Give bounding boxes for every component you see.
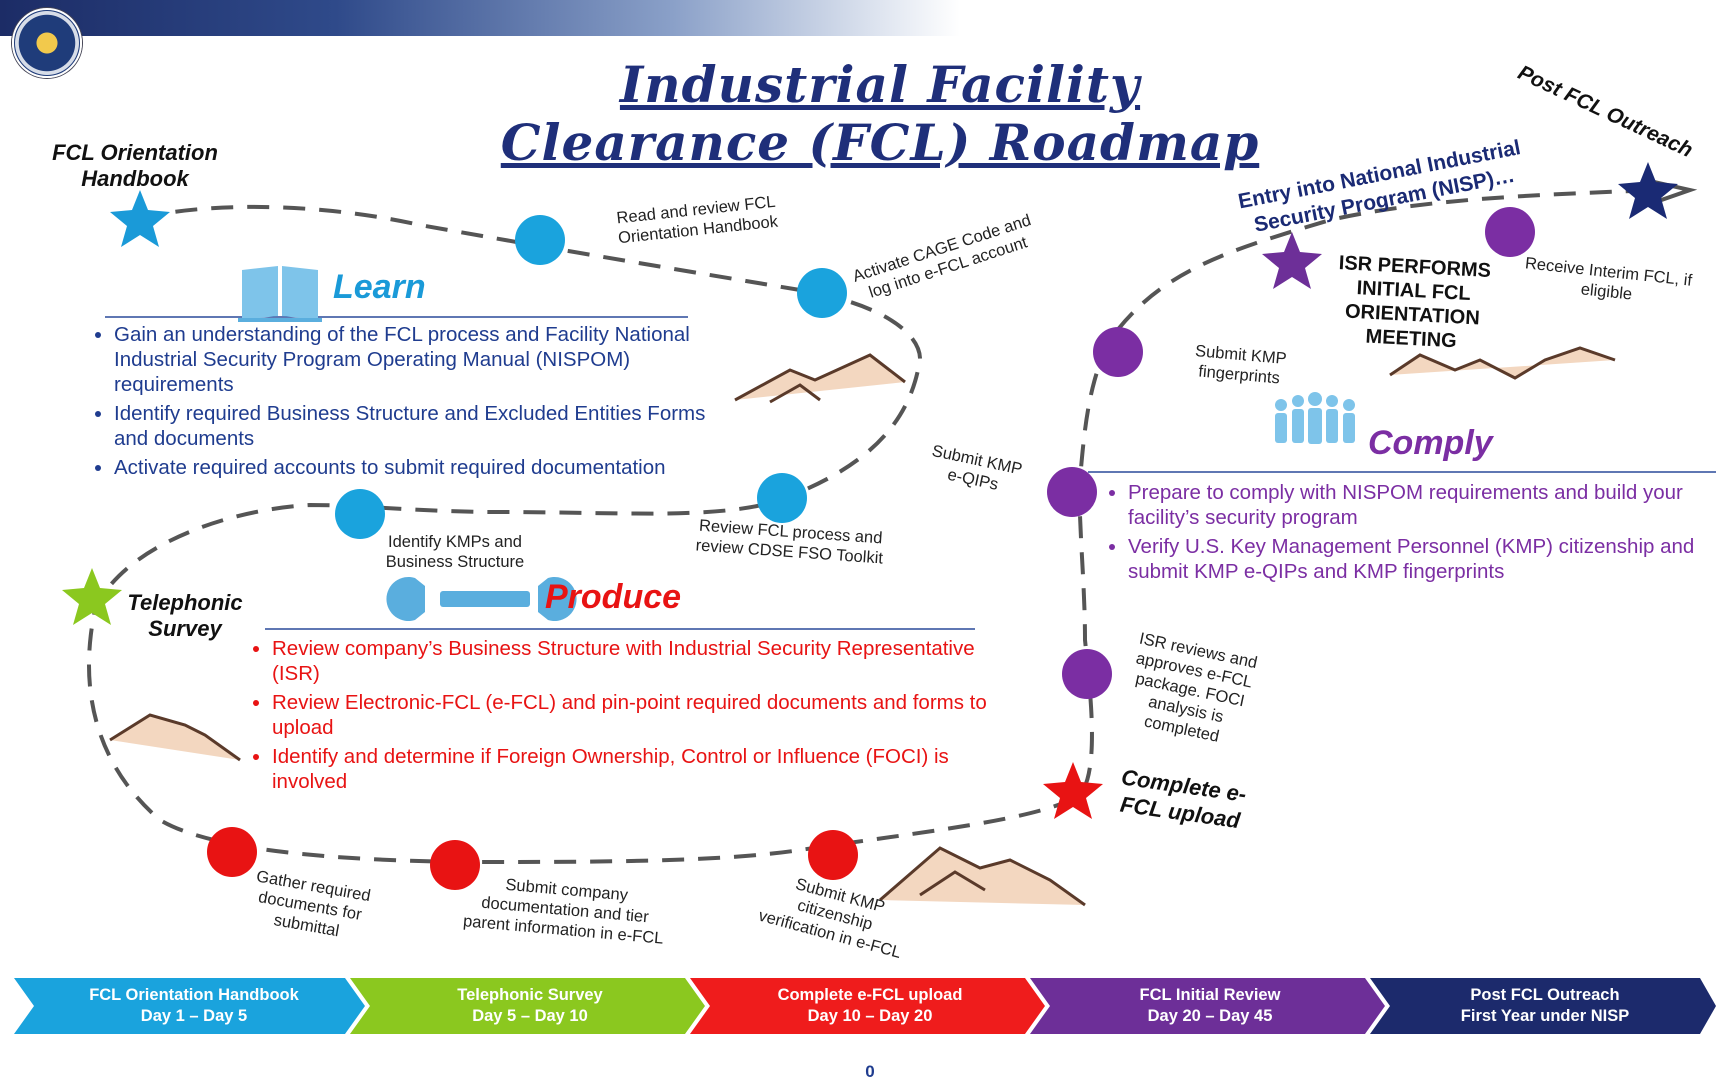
star-post-fcl [1618, 162, 1678, 219]
phase-2-name: Telephonic Survey [457, 986, 603, 1004]
phase-chevron-2 [350, 978, 705, 1034]
phase-5: Post FCL Outreach First Year under NISP [1390, 978, 1700, 1034]
title-line-1: Industrial Facility [619, 55, 1141, 114]
learn-bullets: Gain an understanding of the FCL process… [92, 322, 734, 484]
phase-3-name: Complete e-FCL upload [777, 986, 963, 1004]
star-telephonic [62, 568, 122, 625]
learn-bullet-1: Gain an understanding of the FCL process… [114, 322, 734, 397]
title-line-2: Clearance (FCL) Roadmap [500, 113, 1260, 172]
star-complete-efcl [1043, 762, 1103, 819]
step-identify-kmps-label: Identify KMPs and Business Structure [385, 533, 525, 571]
produce-bullet-3: Identify and determine if Foreign Owners… [272, 744, 1012, 794]
step-marker-submit-kmp-citizenship [808, 830, 858, 880]
phase-2-days: Day 5 – Day 10 [472, 1007, 588, 1025]
phase-chevron-1 [14, 978, 365, 1034]
step-marker-activate-cage [797, 268, 847, 318]
step-marker-gather-docs [207, 827, 257, 877]
mountain-decor-3 [879, 846, 1086, 907]
phase-chevron-4 [1030, 978, 1385, 1034]
mountain-decor-4 [1389, 346, 1616, 380]
phase-2: Telephonic Survey Day 5 – Day 10 [370, 978, 690, 1034]
page-number: 0 [865, 1062, 875, 1081]
step-marker-submit-company [430, 840, 480, 890]
step-marker-isr-reviews [1062, 649, 1112, 699]
phase-1-name: FCL Orientation Handbook [89, 986, 299, 1004]
book-icon [238, 266, 322, 322]
step-marker-review-process [757, 473, 807, 523]
star-orientation [110, 190, 170, 247]
step-marker-submit-eqips [1047, 467, 1097, 517]
phase-chevron-5 [1370, 978, 1716, 1034]
milestone-orientation: FCL Orientation Handbook [52, 140, 218, 191]
learn-bullet-2: Identify required Business Structure and… [114, 401, 734, 451]
phase-chevron-3 [690, 978, 1045, 1034]
phase-1: FCL Orientation Handbook Day 1 – Day 5 [34, 978, 354, 1034]
roadmap-path [86, 188, 1661, 865]
phase-3-days: Day 10 – Day 20 [807, 1007, 933, 1025]
comply-bullet-1: Prepare to comply with NISPOM requiremen… [1128, 480, 1722, 530]
comply-bullets: Prepare to comply with NISPOM requiremen… [1106, 480, 1722, 588]
phase-4-name: FCL Initial Review [1139, 986, 1281, 1004]
step-marker-read-handbook [515, 215, 565, 265]
wrench-icon [386, 577, 577, 621]
phase-4-days: Day 20 – Day 45 [1147, 1007, 1273, 1025]
phase-5-days: First Year under NISP [1460, 1007, 1630, 1025]
step-marker-identify-kmps [335, 489, 385, 539]
step-marker-receive-interim [1485, 207, 1535, 257]
produce-bullets: Review company’s Business Structure with… [250, 636, 1012, 798]
phase-5-name: Post FCL Outreach [1470, 986, 1620, 1004]
mountain-decor-2 [109, 713, 241, 762]
comply-bullet-2: Verify U.S. Key Management Personnel (KM… [1128, 534, 1722, 584]
milestone-isr-meeting: ISR PERFORMS INITIAL FCL ORIENTATION MEE… [1338, 252, 1492, 353]
milestone-telephonic: Telephonic Survey [127, 590, 243, 641]
produce-bullet-2: Review Electronic-FCL (e-FCL) and pin-po… [272, 690, 1012, 740]
phase-3: Complete e-FCL upload Day 10 – Day 20 [710, 978, 1030, 1034]
step-marker-submit-fingerprints [1093, 327, 1143, 377]
mountain-decor-1 [734, 353, 906, 404]
learn-heading: Learn [333, 268, 426, 306]
produce-bullet-1: Review company’s Business Structure with… [272, 636, 1012, 686]
produce-heading: Produce [545, 578, 682, 616]
phase-1-days: Day 1 – Day 5 [140, 1007, 248, 1025]
comply-heading: Comply [1368, 424, 1493, 462]
people-icon [1275, 392, 1355, 444]
phase-4: FCL Initial Review Day 20 – Day 45 [1050, 978, 1370, 1034]
page-title: Industrial Facility Clearance (FCL) Road… [430, 56, 1330, 172]
header-gradient-bar [0, 0, 960, 36]
star-isr-meeting [1262, 232, 1322, 289]
learn-bullet-3: Activate required accounts to submit req… [114, 455, 734, 480]
agency-seal-logo [12, 8, 82, 78]
